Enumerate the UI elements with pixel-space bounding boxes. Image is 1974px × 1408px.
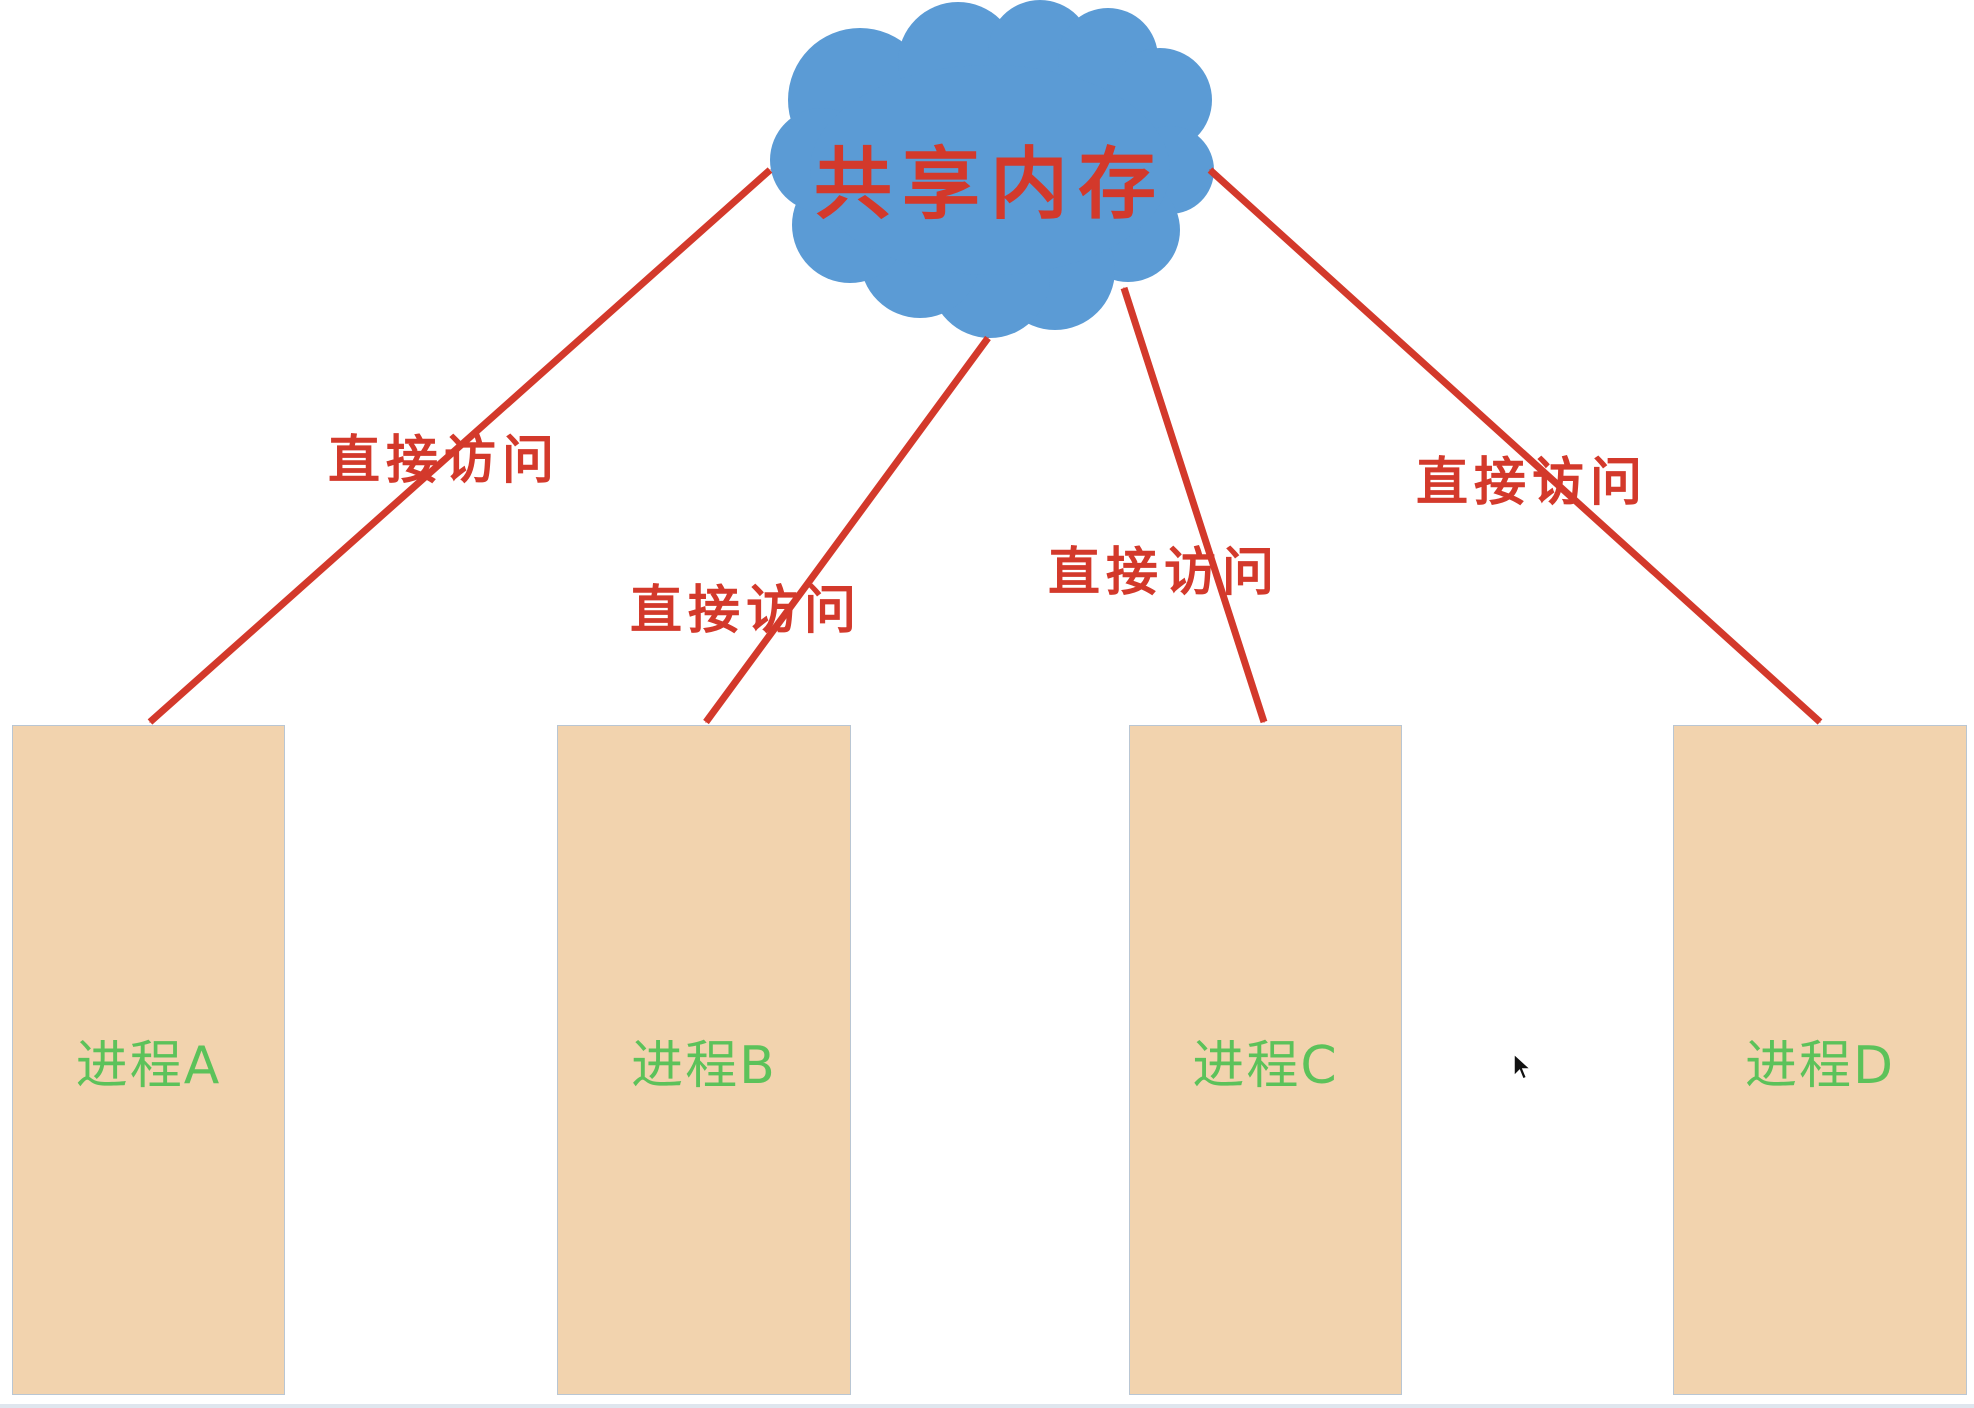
process-b-label: 进程B xyxy=(631,1035,777,1096)
mouse-pointer-icon xyxy=(1513,1052,1533,1080)
arrow-shared-memory-process-d xyxy=(1207,167,1823,725)
shared-memory-cloud xyxy=(770,0,1214,338)
edge-label-process-a: 直接访问 xyxy=(328,431,561,491)
edge-label-process-c: 直接访问 xyxy=(1048,543,1281,603)
process-d-label: 进程D xyxy=(1744,1035,1896,1096)
arrow-shared-memory-process-c xyxy=(1120,286,1268,724)
process-a-label: 进程A xyxy=(75,1035,222,1096)
bottom-edge xyxy=(0,1404,1974,1408)
arrow-shared-memory-process-a xyxy=(147,167,773,725)
process-c-box: 进程C xyxy=(1129,725,1402,1395)
edge-label-process-d: 直接访问 xyxy=(1416,453,1649,513)
arrow-shared-memory-process-b xyxy=(703,335,991,725)
process-b-box: 进程B xyxy=(557,725,851,1395)
process-a-box: 进程A xyxy=(12,725,285,1395)
shared-memory-label: 共享内存 xyxy=(813,140,1166,230)
process-c-label: 进程C xyxy=(1192,1035,1339,1096)
edge-label-process-b: 直接访问 xyxy=(630,581,863,641)
process-d-box: 进程D xyxy=(1673,725,1967,1395)
